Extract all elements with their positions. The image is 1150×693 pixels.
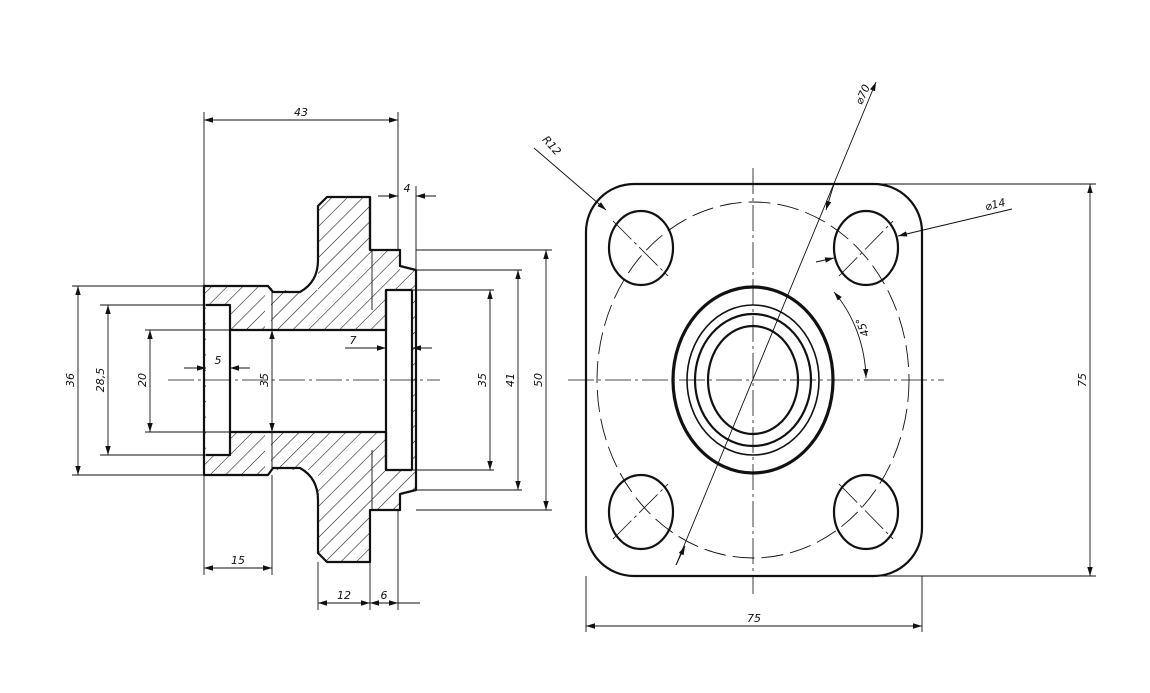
dim-shaft-outer-diameter: 36 <box>64 373 77 387</box>
dim-spigot-length: 6 <box>381 589 388 602</box>
dim-flange-offset: 4 <box>404 182 411 195</box>
dim-bore-diameter-b: 20 <box>136 373 149 387</box>
dim-height: 75 <box>1076 373 1089 387</box>
front-dimension-lines <box>533 81 1093 629</box>
bolt-hole-top-right <box>832 209 900 287</box>
dim-width: 75 <box>747 612 761 625</box>
front-view: R12 ⌀70 ⌀14 45° 75 75 <box>533 81 1096 632</box>
section-hatch <box>204 197 416 562</box>
section-dimension-labels: 43 4 36 28,5 20 5 35 7 35 41 50 15 12 6 <box>64 106 545 602</box>
front-extension-lines <box>585 183 1096 632</box>
section-dimension-lines <box>75 117 549 606</box>
bolt-hole-bottom-left <box>607 473 675 551</box>
dim-counterbore-depth: 7 <box>350 334 357 347</box>
dim-corner-radius: R12 <box>540 133 564 158</box>
section-view: 43 4 36 28,5 20 5 35 7 35 41 50 15 12 6 <box>64 106 552 610</box>
section-extension-lines <box>72 112 552 610</box>
dim-pitch-circle-diameter: ⌀70 <box>853 83 873 107</box>
dim-small-step: 5 <box>215 354 222 367</box>
central-boss <box>671 285 835 475</box>
dim-spigot-diameter: 41 <box>504 373 517 387</box>
bolt-holes <box>607 209 900 551</box>
dim-hole-diameter: ⌀14 <box>984 196 1007 213</box>
dim-flange-width: 12 <box>337 589 351 602</box>
dim-flange-neck-diameter: 50 <box>532 373 545 387</box>
dim-overall-length: 43 <box>294 106 308 119</box>
dim-recess-diameter: 35 <box>476 373 489 387</box>
dim-hub-bore: 35 <box>258 373 271 387</box>
dim-hole-angle: 45° <box>853 316 872 339</box>
bolt-hole-bottom-right <box>832 473 900 551</box>
bolt-hole-top-left <box>607 209 675 287</box>
dim-bore-diameter-a: 28,5 <box>94 368 107 393</box>
dim-shaft-length: 15 <box>231 554 245 567</box>
